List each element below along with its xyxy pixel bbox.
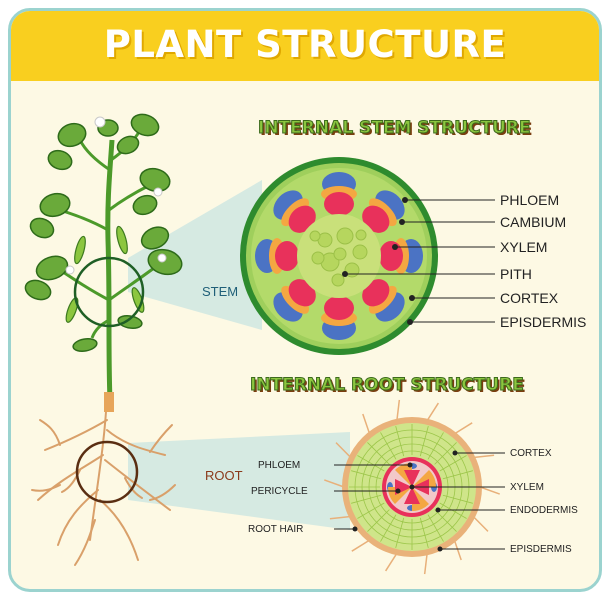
stem-side-label: STEM xyxy=(202,284,238,299)
cortex-cell-wall xyxy=(419,426,429,457)
cortex-cell-wall xyxy=(442,470,473,480)
cortex-cell-wall xyxy=(439,455,467,472)
root-callout-wedge xyxy=(128,432,350,530)
root-side-label: ROOT xyxy=(205,468,243,483)
stem-labels: STEM PHLOEM CAMBIUM XYLEM PITH CORTEX EP… xyxy=(202,192,586,330)
cortex-cell-wall xyxy=(439,502,467,519)
root-label-phloem: PHLOEM xyxy=(258,460,300,471)
cortex-cell-wall xyxy=(351,470,382,480)
xylem-bundle xyxy=(379,241,403,271)
cortex-cell-wall xyxy=(442,494,473,504)
cortex-cell-wall xyxy=(427,514,444,542)
stem-base-icon xyxy=(104,392,114,412)
xylem-bundle xyxy=(288,279,316,307)
cortex-cell-wall xyxy=(427,432,444,460)
stem-cross-section xyxy=(240,157,438,355)
stem-section-heading: INTERNAL STEM STRUCTURE xyxy=(258,118,532,139)
cortex-cell-wall xyxy=(380,514,397,542)
root-hair xyxy=(329,515,351,520)
root-hair xyxy=(426,402,440,422)
cortex-cell-wall xyxy=(357,455,385,472)
root-hair xyxy=(453,539,462,561)
cortex-cell-wall xyxy=(357,502,385,519)
root-hair xyxy=(351,539,370,552)
root-hair xyxy=(384,552,398,572)
xylem-bundle xyxy=(288,205,316,233)
root-hair xyxy=(423,553,428,575)
cortex-cell-wall xyxy=(367,509,390,532)
stem-label-episdermis: EPISDERMIS xyxy=(500,314,586,330)
root-section-heading: INTERNAL ROOT STRUCTURE xyxy=(250,375,525,396)
root-label-cortex: CORTEX xyxy=(510,448,552,459)
stem-label-phloem: PHLOEM xyxy=(500,192,559,208)
root-hair xyxy=(362,413,371,435)
root-label-pericycle: PERICYCLE xyxy=(251,486,308,497)
root-hair xyxy=(396,399,401,421)
xylem-bundle xyxy=(362,279,390,307)
stem-label-cambium: CAMBIUM xyxy=(500,214,566,230)
plant-illustration xyxy=(24,113,183,566)
roots-icon xyxy=(31,394,176,566)
leaves-icon xyxy=(24,113,183,353)
root-hair xyxy=(472,515,489,532)
stem-label-xylem: XYLEM xyxy=(500,239,547,255)
cortex-cell-wall xyxy=(351,494,382,504)
cortex-cell-wall xyxy=(419,517,429,548)
title-banner xyxy=(11,11,599,81)
xylem-bundle xyxy=(362,205,390,233)
page-title: PLANT STRUCTURE xyxy=(103,23,507,66)
stem-icon xyxy=(105,139,115,401)
root-hair xyxy=(324,479,345,488)
xylem-bundle xyxy=(324,296,354,320)
cortex-cell-wall xyxy=(434,509,457,532)
xylem-bundle xyxy=(324,192,354,216)
root-label-xylem: XYLEM xyxy=(510,482,544,493)
root-hair xyxy=(479,486,500,495)
cortex-cell-wall xyxy=(395,517,405,548)
stem-label-pith: PITH xyxy=(500,266,532,282)
cortex-cell-wall xyxy=(380,432,397,460)
cortex-cell-wall xyxy=(434,442,457,465)
cortex-cell-wall xyxy=(367,442,390,465)
stem-callout-wedge xyxy=(128,180,262,330)
root-label-endodermis: ENDODERMIS xyxy=(510,505,578,516)
root-label-root-hair: ROOT HAIR xyxy=(248,524,303,535)
xylem-bundle xyxy=(275,241,299,271)
stem-label-cortex: CORTEX xyxy=(500,290,559,306)
root-hair xyxy=(473,454,495,459)
stem-focus-circle xyxy=(73,256,145,328)
root-hair xyxy=(335,442,352,459)
root-focus-circle xyxy=(75,440,139,504)
root-label-episdermis: EPISDERMIS xyxy=(510,544,572,555)
cortex-cell-wall xyxy=(395,426,405,457)
root-labels: ROOT PHLOEM PERICYCLE ROOT HAIR CORTEX X… xyxy=(205,448,578,555)
root-hair xyxy=(454,422,473,435)
